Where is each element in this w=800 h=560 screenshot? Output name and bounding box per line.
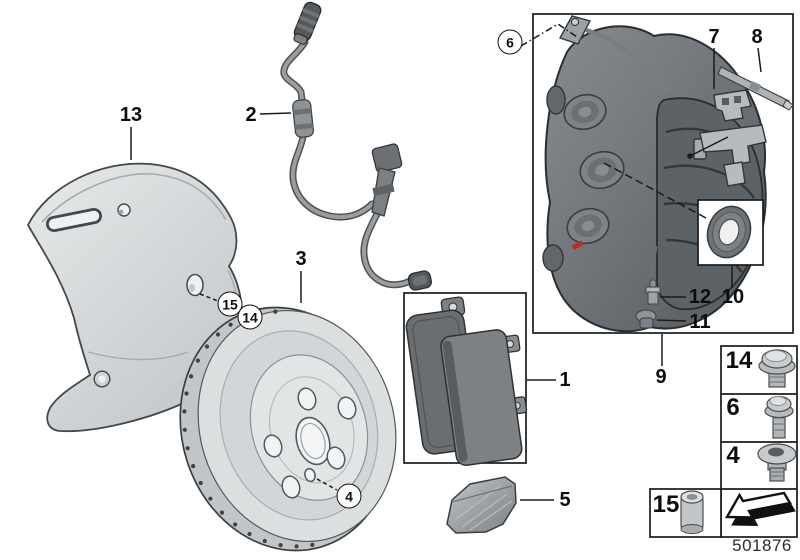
legend-label-6[interactable]: 6 [726, 394, 740, 421]
guide-pin [717, 66, 794, 111]
legend-label-4[interactable]: 4 [726, 442, 740, 469]
callout-4-circled[interactable]: 4 [336, 483, 362, 509]
leader-lines [130, 23, 762, 501]
sensor-grommet [292, 99, 314, 138]
callout-6-circled[interactable]: 6 [497, 29, 523, 55]
callout-11[interactable]: 11 [689, 311, 711, 333]
wear-sensor-cable [280, 1, 432, 291]
countersunk-plug-screw-icon [757, 443, 797, 482]
direction-arrow-icon [724, 491, 796, 527]
callout-10[interactable]: 10 [721, 286, 745, 308]
bleeder-screw [645, 245, 661, 305]
brake-disc [179, 306, 397, 552]
brake-pads [405, 296, 528, 466]
disc-center-bore [295, 416, 331, 466]
callout-3[interactable]: 3 [295, 248, 307, 270]
legend-table [649, 345, 798, 538]
callout-9[interactable]: 9 [655, 366, 667, 388]
callout-2[interactable]: 2 [245, 104, 257, 126]
retaining-clip [693, 89, 767, 187]
sensor-tip-connector [407, 270, 432, 291]
hex-flange-bolt-short-icon [758, 349, 796, 388]
legend-label-15[interactable]: 15 [652, 491, 680, 518]
callout-7[interactable]: 7 [708, 26, 720, 48]
grease-packet [446, 476, 517, 534]
leader-dot [687, 153, 693, 159]
diagram-number: 501876 [732, 536, 792, 555]
outer-pad [440, 329, 528, 466]
callout-12[interactable]: 12 [688, 286, 712, 308]
hose-bracket [558, 15, 670, 94]
wear-mark-red [571, 240, 584, 250]
callout-5[interactable]: 5 [559, 489, 571, 511]
spacer-sleeve-icon [680, 490, 704, 534]
hex-flange-bolt-long-icon [764, 395, 794, 439]
set-screw-hole [304, 467, 316, 483]
shield-kidney-slot [46, 208, 102, 232]
sensor-plug [293, 1, 322, 45]
seal-ring-box [697, 199, 764, 266]
bleeder-cap [635, 309, 657, 329]
callout-13[interactable]: 13 [119, 104, 143, 126]
callout-8[interactable]: 8 [751, 26, 763, 48]
callout-1[interactable]: 1 [559, 369, 571, 391]
piston-seal-ring [706, 205, 752, 259]
caliper-pistons [563, 93, 625, 245]
wheel-bolt-holes [263, 387, 357, 499]
callout-14-circled[interactable]: 14 [237, 304, 263, 330]
sensor-elbow-connector [371, 143, 403, 217]
legend-label-14[interactable]: 14 [725, 347, 753, 374]
